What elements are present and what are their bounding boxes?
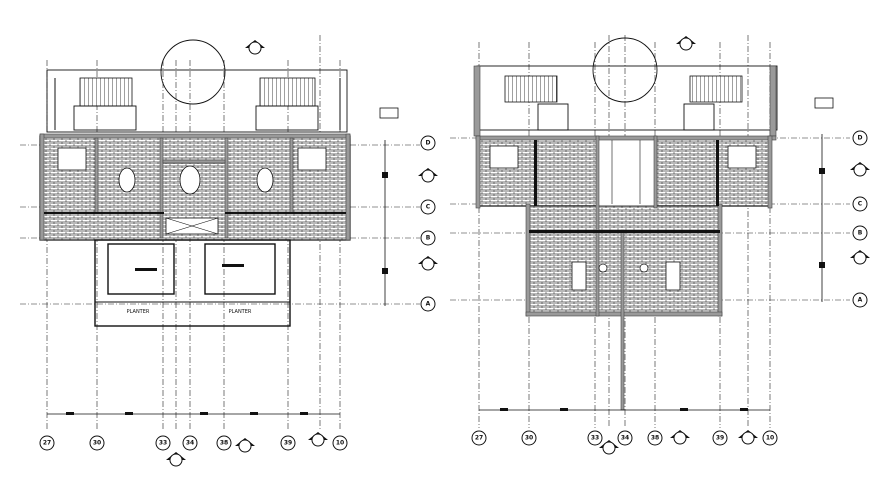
section-marker-icon — [670, 430, 690, 445]
grid-bubble-bottom: 33 — [587, 430, 603, 446]
section-marker-icon — [850, 250, 870, 265]
section-marker-icon — [308, 432, 328, 447]
svg-text:A: A — [858, 297, 863, 304]
svg-text:33: 33 — [159, 440, 167, 447]
planter-label: PLANTER — [229, 309, 252, 315]
svg-text:33: 33 — [591, 435, 599, 442]
section-marker-icon — [418, 168, 438, 183]
section-marker-icon — [235, 438, 255, 453]
grid-bubble-bottom: 10 — [762, 430, 778, 446]
grid-bubble-right: C — [852, 196, 868, 212]
grid-bubble-bottom: 39 — [280, 435, 296, 451]
grid-bubble-right: B — [852, 225, 868, 241]
svg-text:C: C — [858, 201, 863, 208]
section-marker-icon — [166, 452, 186, 467]
callout-tag-icon — [814, 97, 834, 109]
svg-text:30: 30 — [525, 435, 533, 442]
grid-bubble-right: D — [420, 135, 436, 151]
section-marker-icon — [599, 440, 619, 455]
grid-bubble-bottom: 38 — [647, 430, 663, 446]
grid-bubble-bottom: 30 — [89, 435, 105, 451]
grid-bubble-right: A — [420, 296, 436, 312]
svg-text:39: 39 — [284, 440, 292, 447]
svg-text:39: 39 — [716, 435, 724, 442]
grid-bubble-bottom: 38 — [216, 435, 232, 451]
svg-text:B: B — [426, 235, 431, 242]
right-floor-plan: D C B A 27 — [450, 35, 870, 455]
grid-bubble-bottom: 10 — [332, 435, 348, 451]
svg-text:B: B — [858, 230, 863, 237]
grid-bubble-right: B — [420, 230, 436, 246]
svg-text:A: A — [426, 301, 431, 308]
section-marker-icon — [738, 430, 758, 445]
grid-bubble-bottom: 34 — [182, 435, 198, 451]
svg-text:30: 30 — [93, 440, 101, 447]
section-marker-icon — [676, 36, 696, 51]
svg-text:27: 27 — [43, 440, 51, 447]
svg-text:D: D — [426, 140, 431, 147]
svg-text:34: 34 — [186, 440, 194, 447]
grid-bubble-right: D — [852, 130, 868, 146]
grid-bubble-bottom: 27 — [39, 435, 55, 451]
grid-bubble-bottom: 39 — [712, 430, 728, 446]
grid-bubble-bottom: 33 — [155, 435, 171, 451]
section-marker-icon — [418, 256, 438, 271]
section-marker-icon — [245, 40, 265, 55]
grid-bubble-bottom: 34 — [617, 430, 633, 446]
svg-text:10: 10 — [336, 440, 344, 447]
grid-bubble-bottom: 30 — [521, 430, 537, 446]
svg-text:10: 10 — [766, 435, 774, 442]
svg-text:38: 38 — [651, 435, 659, 442]
grid-bubble-right: C — [420, 199, 436, 215]
svg-text:34: 34 — [621, 435, 629, 442]
grid-bubble-right: A — [852, 292, 868, 308]
grid-bubble-bottom: 27 — [471, 430, 487, 446]
svg-text:27: 27 — [475, 435, 483, 442]
section-marker-icon — [850, 162, 870, 177]
svg-text:C: C — [426, 204, 431, 211]
left-floor-plan: PLANTER PLANTER D C B A — [20, 35, 438, 467]
svg-text:38: 38 — [220, 440, 228, 447]
planter-label: PLANTER — [127, 309, 150, 315]
callout-tag-icon — [379, 107, 399, 119]
svg-text:D: D — [858, 135, 863, 142]
